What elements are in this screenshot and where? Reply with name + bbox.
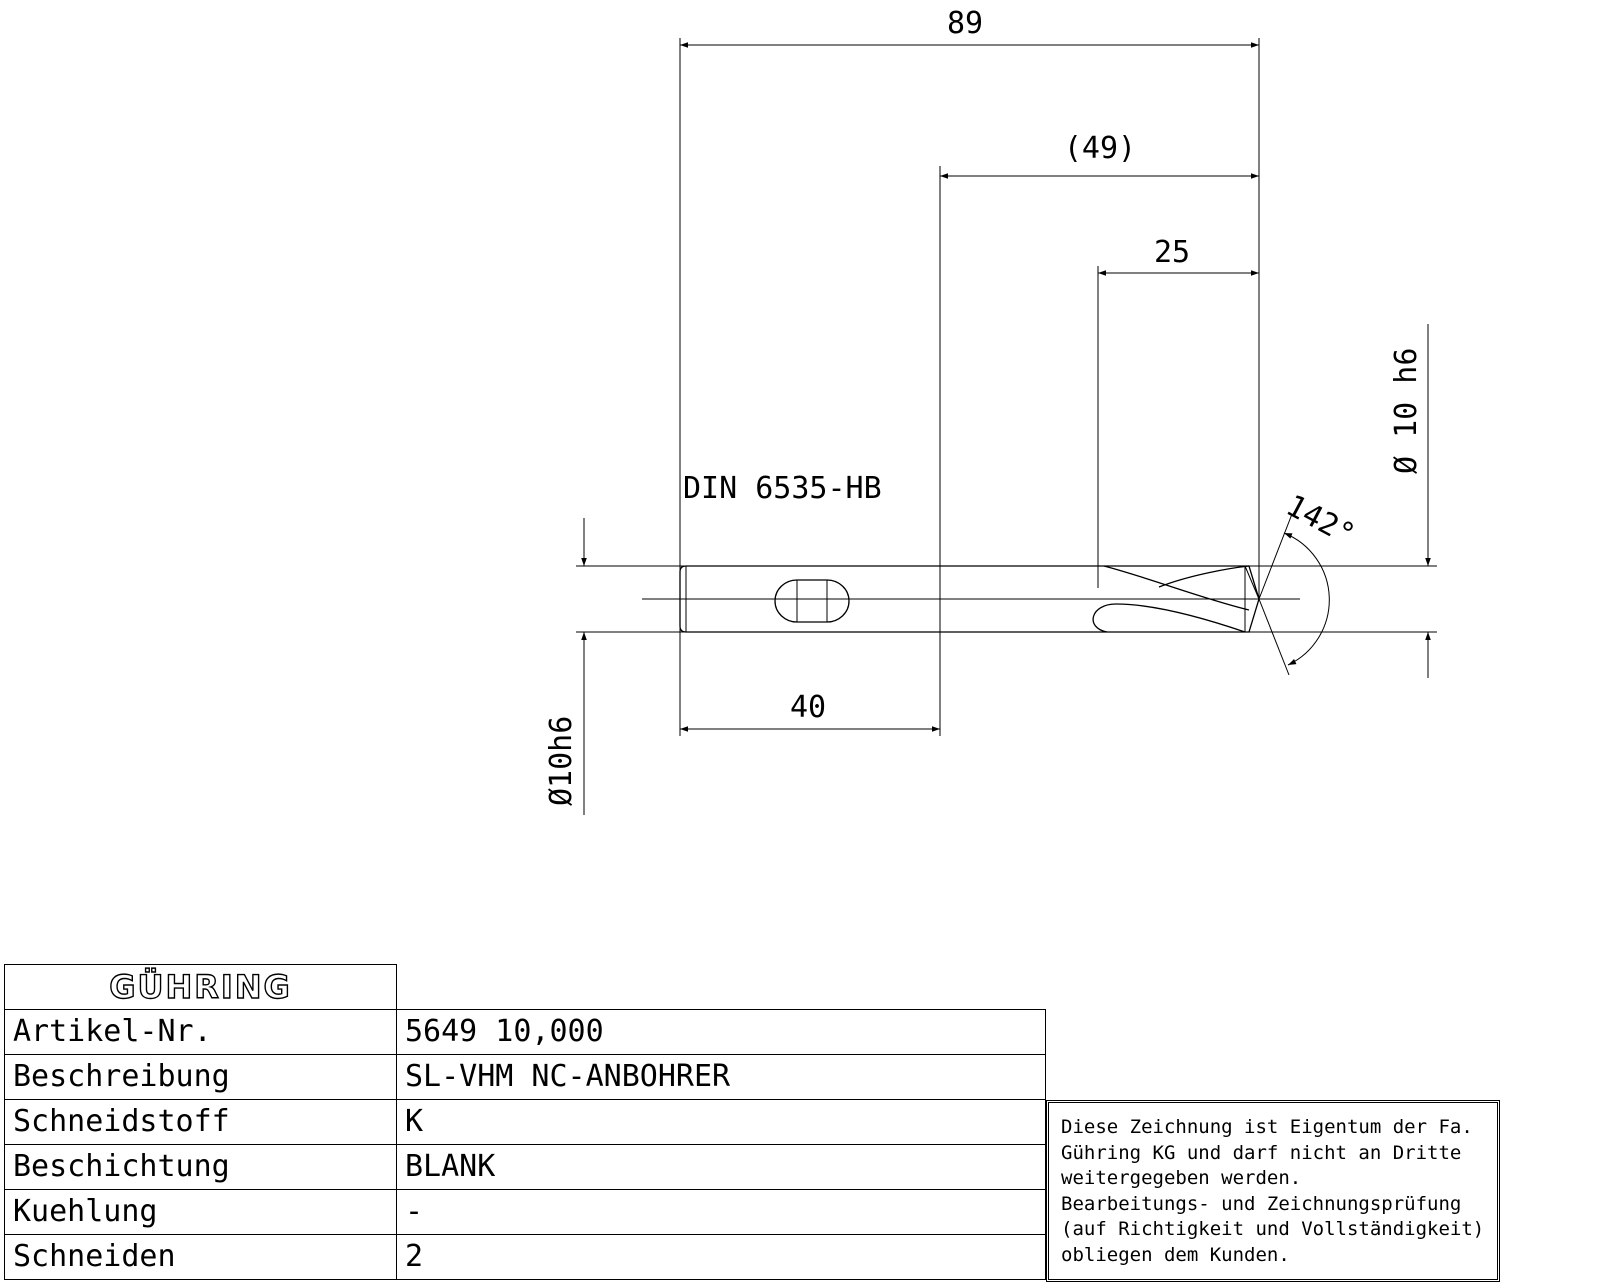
- title-label-cooling: Kuehlung: [5, 1190, 397, 1234]
- title-row-article-number: Artikel-Nr. 5649 10,000: [4, 1009, 1046, 1055]
- ownership-notice: Diese Zeichnung ist Eigentum der Fa. Güh…: [1046, 1100, 1500, 1282]
- title-value-cooling: -: [405, 1194, 424, 1229]
- title-value-coating: BLANK: [405, 1149, 496, 1184]
- weldon-flat: [774, 579, 850, 623]
- title-value-article-number: 5649 10,000: [405, 1014, 604, 1049]
- title-value-description: SL-VHM NC-ANBOHRER: [405, 1059, 731, 1094]
- dim-flute-length: (49): [1064, 131, 1136, 166]
- title-label-article-number: Artikel-Nr.: [5, 1010, 397, 1054]
- flute-2: [1158, 565, 1250, 588]
- angle-arc: [1283, 532, 1330, 666]
- title-row-cutting-edges: Schneiden 2: [4, 1234, 1046, 1280]
- dim-shank-length: 40: [790, 690, 826, 725]
- title-row-description: Beschreibung SL-VHM NC-ANBOHRER: [4, 1054, 1046, 1100]
- notice-line: Gühring KG und darf nicht an Dritte: [1061, 1141, 1462, 1164]
- guehring-logo: GÜHRING: [108, 967, 292, 1006]
- flute-3: [1092, 603, 1246, 633]
- dim-tip-diameter: Ø 10 h6: [1389, 348, 1424, 474]
- logo-box: GÜHRING: [4, 964, 397, 1010]
- title-label-cutting-edges: Schneiden: [5, 1235, 397, 1279]
- dim-cutting-length: 25: [1154, 235, 1190, 270]
- notice-line: weitergegeben werden.: [1061, 1167, 1302, 1190]
- shank-standard-label: DIN 6535-HB: [683, 471, 882, 506]
- title-value-cutting-edges: 2: [405, 1239, 424, 1274]
- dim-point-angle: 142°: [1280, 488, 1360, 553]
- angle-leg-upper: [1258, 513, 1293, 600]
- title-label-description: Beschreibung: [5, 1055, 397, 1099]
- flute-1: [1103, 565, 1250, 611]
- title-row-cutting-material: Schneidstoff K: [4, 1099, 1046, 1145]
- dim-overall-length: 89: [947, 6, 983, 41]
- title-label-coating: Beschichtung: [5, 1145, 397, 1189]
- title-value-cutting-material: K: [405, 1104, 424, 1139]
- notice-line: (auf Richtigkeit und Vollständigkeit): [1061, 1218, 1485, 1241]
- title-label-cutting-material: Schneidstoff: [5, 1100, 397, 1144]
- dim-shank-diameter: Ø10h6: [544, 716, 579, 806]
- angle-leg-lower: [1258, 598, 1290, 676]
- tip-cut-upper: [1244, 565, 1260, 600]
- title-row-cooling: Kuehlung -: [4, 1189, 1046, 1235]
- notice-line: Bearbeitungs- und Zeichnungsprüfung: [1061, 1192, 1462, 1215]
- notice-line: obliegen dem Kunden.: [1061, 1243, 1290, 1266]
- title-row-coating: Beschichtung BLANK: [4, 1144, 1046, 1190]
- notice-line: Diese Zeichnung ist Eigentum der Fa.: [1061, 1116, 1473, 1138]
